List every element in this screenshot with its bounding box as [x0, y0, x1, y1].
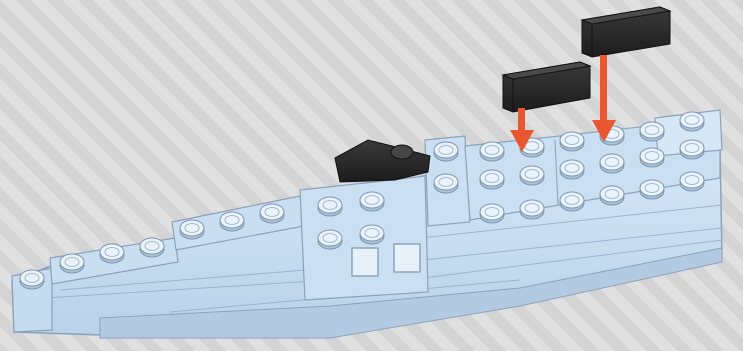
stud	[640, 148, 664, 167]
stud	[434, 174, 458, 193]
stud	[100, 244, 124, 263]
stud	[360, 225, 384, 244]
stud	[480, 142, 504, 161]
stud	[434, 142, 458, 161]
stud	[680, 140, 704, 159]
stud	[680, 112, 704, 131]
stud	[520, 166, 544, 185]
stud	[60, 254, 84, 273]
stud	[360, 192, 384, 211]
stud	[560, 192, 584, 211]
stud	[318, 197, 342, 216]
stud	[560, 132, 584, 151]
stud	[640, 122, 664, 141]
stud	[260, 204, 284, 223]
stud	[140, 238, 164, 257]
tower-window-left	[352, 248, 378, 276]
stud	[480, 170, 504, 189]
stud	[220, 212, 244, 231]
tower-window-right	[394, 244, 420, 272]
stud	[480, 204, 504, 223]
stud	[600, 186, 624, 205]
stud	[180, 220, 204, 239]
stud	[520, 200, 544, 219]
stud	[20, 270, 44, 289]
stud	[560, 160, 584, 179]
stud	[640, 180, 664, 199]
stud	[680, 172, 704, 191]
stud	[600, 154, 624, 173]
stud	[318, 230, 342, 249]
